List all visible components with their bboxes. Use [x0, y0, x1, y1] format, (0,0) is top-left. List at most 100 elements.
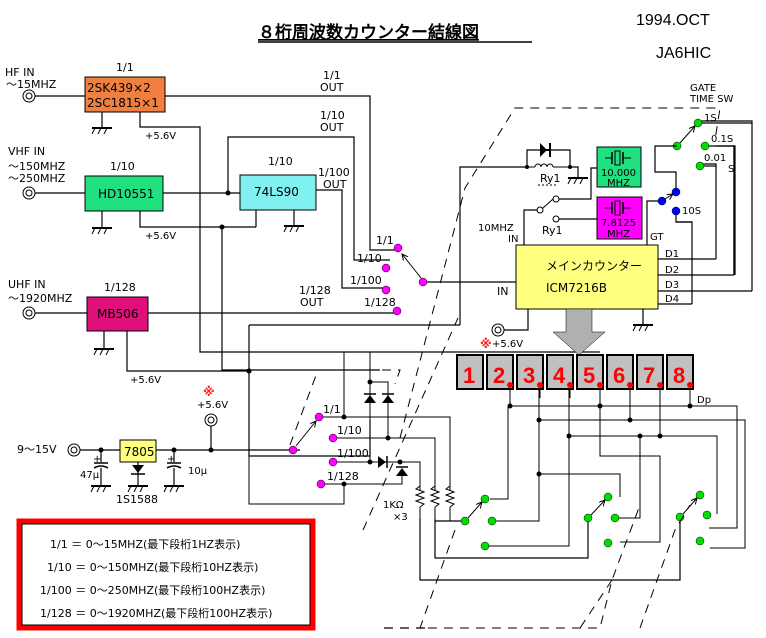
range-legend-box: 1/1 ＝ 0～15MHZ(最下段桁1HZ表示) 1/10 ＝ 0～150MHZ…: [16, 518, 316, 631]
author-callsign: JA6HIC: [656, 45, 711, 62]
out-1-128-label: 1/128: [299, 284, 331, 297]
svg-text:1/10: 1/10: [337, 424, 362, 437]
range-selector-switch[interactable]: 1/1 1/10 1/100 1/128: [350, 234, 428, 316]
resistor-value-label: 1KΩ: [383, 500, 404, 511]
uhf-prescaler-block: 1/128 MB506: [86, 281, 149, 332]
svg-text:1/128: 1/128: [104, 281, 136, 294]
svg-text:UHF IN: UHF IN: [8, 278, 46, 291]
ground-icon: [93, 348, 115, 356]
regulator-7805: 7805: [119, 439, 157, 463]
svg-text:10S: 10S: [682, 206, 701, 217]
svg-text:HD10551: HD10551: [98, 187, 154, 201]
svg-text:10MHZ: 10MHZ: [478, 223, 514, 234]
dp-label: Dp: [697, 395, 711, 406]
digit-5: 5: [576, 354, 604, 398]
supply-label: +5.6V: [145, 231, 176, 242]
vhf-input: VHF IN ～150MHZ ～250MHZ: [8, 145, 66, 200]
svg-text:10.000: 10.000: [601, 168, 636, 179]
svg-text:MHZ: MHZ: [607, 229, 630, 240]
svg-text:※: ※: [203, 385, 215, 399]
svg-text:2SC1815×1: 2SC1815×1: [87, 96, 159, 110]
legend-row: 1/10 ＝ 0～150MHZ(最下段桁10HZ表示): [47, 560, 258, 574]
ground-icon: [91, 227, 113, 235]
ground-icon: [283, 225, 305, 233]
svg-text:+: +: [167, 454, 175, 465]
svg-text:1/100: 1/100: [337, 447, 369, 460]
decimal-point-icon: [567, 382, 573, 388]
svg-text:0.01: 0.01: [704, 153, 726, 164]
decimal-point-icon: [507, 382, 513, 388]
svg-text:～15MHZ: ～15MHZ: [6, 78, 57, 91]
svg-text:+: +: [93, 454, 101, 465]
svg-text:1/10: 1/10: [268, 155, 293, 168]
legend-row: 1/1 ＝ 0～15MHZ(最下段桁1HZ表示): [50, 537, 240, 551]
supply-label: +5.6V: [130, 375, 161, 386]
decimal-point-icon: [537, 382, 543, 388]
svg-text:74LS90: 74LS90: [254, 185, 299, 199]
svg-text:メインカウンター: メインカウンター: [546, 259, 642, 273]
svg-text:6: 6: [613, 363, 625, 388]
data-flow-arrow-icon: [552, 308, 606, 356]
svg-text:VHF IN: VHF IN: [8, 145, 45, 158]
cap-out-label: 10μ: [188, 466, 208, 477]
cap-in-label: 47μ: [80, 470, 100, 481]
svg-text:7805: 7805: [124, 445, 155, 459]
ground-icon: [632, 324, 654, 332]
digit-2: 2: [486, 354, 514, 398]
svg-text:IN: IN: [508, 234, 518, 245]
decimal-point-icon: [597, 382, 603, 388]
svg-text:GT: GT: [650, 232, 664, 243]
hf-amp-block: 1/1 2SK439×2 2SC1815×1: [84, 61, 166, 113]
gate-time-switch[interactable]: GATE TIME SW 1S 0.1S 0.01 S 10S: [657, 83, 734, 217]
svg-text:+5.6V: +5.6V: [197, 400, 228, 411]
svg-text:MHZ: MHZ: [607, 178, 630, 189]
resistor-array-icon: [414, 485, 456, 521]
dp-switch-3[interactable]: [675, 490, 712, 546]
svg-text:3: 3: [523, 363, 535, 388]
ground-icon: [567, 177, 589, 185]
svg-text:8: 8: [673, 363, 685, 388]
hf-input-connector-icon: [22, 89, 36, 103]
dp-switch-2[interactable]: [583, 492, 620, 548]
crystal-7-8125mhz: 7.8125 MHZ: [596, 196, 643, 240]
relay-contact-label: Ry1: [542, 224, 563, 237]
svg-text:5: 5: [583, 363, 595, 388]
out-1-100-label: 1/100: [318, 166, 350, 179]
relay-coil-label: Ry1: [540, 172, 561, 185]
svg-text:×3: ×3: [393, 512, 408, 523]
digit-6: 6: [606, 354, 634, 398]
diode-label: 1S1588: [116, 493, 158, 506]
svg-text:OUT: OUT: [323, 178, 347, 191]
svg-text:1/128: 1/128: [364, 296, 396, 309]
svg-text:D4: D4: [665, 294, 679, 305]
decimal-point-icon: [657, 382, 663, 388]
divider-block: 1/10 74LS90: [239, 155, 317, 211]
svg-text:D1: D1: [665, 249, 679, 260]
svg-text:2SK439×2: 2SK439×2: [87, 81, 151, 95]
legend-row: 1/128 ＝ 0～1920MHZ(最下段桁100HZ表示): [40, 606, 272, 620]
svg-text:MB506: MB506: [97, 307, 139, 321]
dp-switch-1[interactable]: [460, 494, 497, 551]
digit-3: 3: [516, 354, 544, 398]
svg-text:S: S: [728, 164, 734, 175]
svg-text:～250MHZ: ～250MHZ: [8, 172, 66, 185]
svg-text:2: 2: [493, 363, 505, 388]
svg-text:1/1: 1/1: [323, 403, 341, 416]
svg-text:～1920MHZ: ～1920MHZ: [8, 292, 73, 305]
hf-input: HF IN ～15MHZ: [5, 66, 57, 103]
supply-range-switch[interactable]: 1/1 1/10 1/100 1/128: [288, 403, 369, 489]
svg-text:0.1S: 0.1S: [711, 134, 733, 145]
svg-text:※: ※: [480, 337, 492, 351]
power-input-connector-icon: [67, 443, 81, 457]
svg-text:7.8125: 7.8125: [601, 218, 636, 229]
svg-text:1/1: 1/1: [116, 61, 134, 74]
svg-text:OUT: OUT: [320, 121, 344, 134]
svg-text:IN: IN: [497, 285, 508, 298]
svg-text:1/1: 1/1: [376, 234, 394, 247]
ground-icon: [163, 485, 185, 493]
svg-text:OUT: OUT: [320, 81, 344, 94]
vhf-input-connector-icon: [22, 186, 36, 200]
supply-label: +5.6V: [145, 131, 176, 142]
power-input-label: 9～15V: [17, 443, 57, 456]
